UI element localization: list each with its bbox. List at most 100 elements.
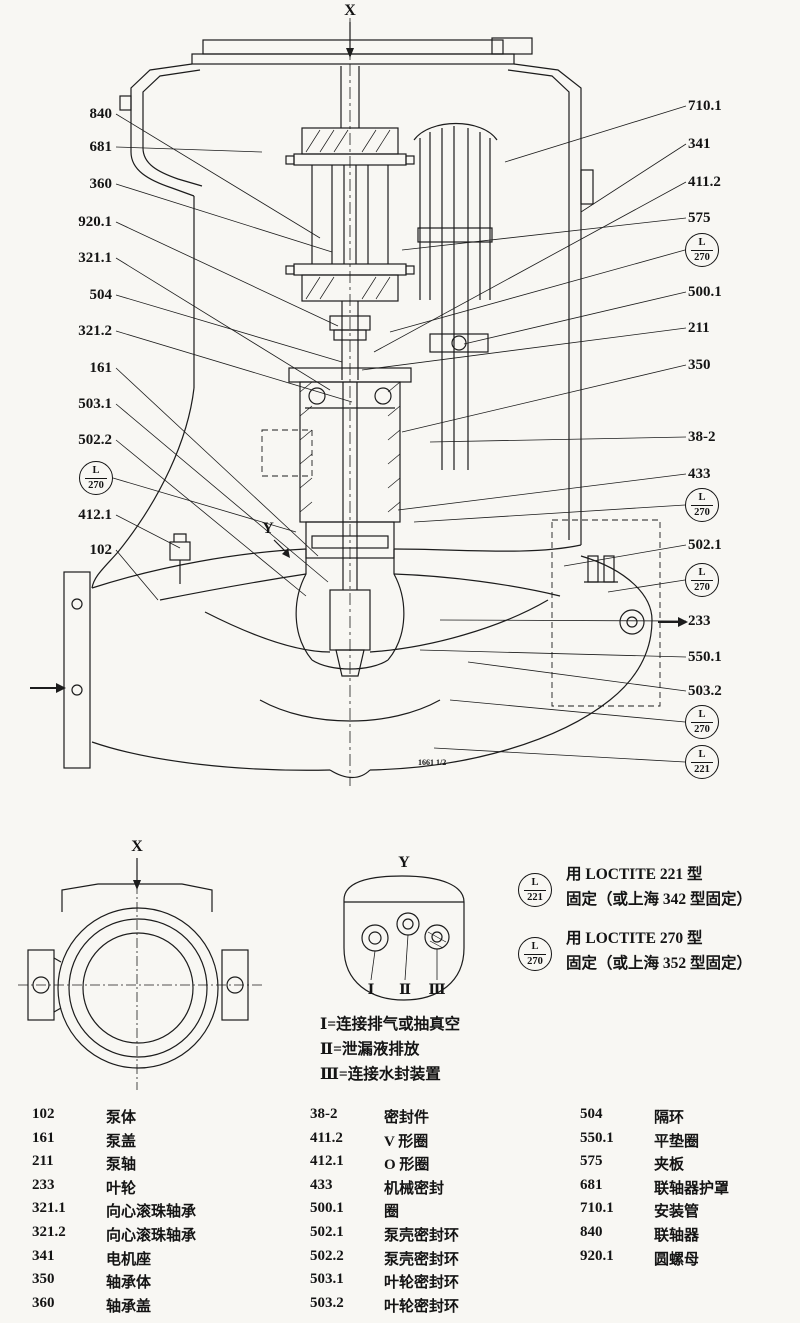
part-row: 575 夹板 bbox=[580, 1153, 800, 1177]
part-number: 360 bbox=[32, 1294, 55, 1311]
part-number: 504 bbox=[580, 1106, 603, 1122]
port-label-3: Ⅲ bbox=[428, 983, 446, 998]
callout-681: 681 bbox=[89, 139, 113, 155]
part-number: 321.2 bbox=[32, 1223, 66, 1240]
part-number: 350 bbox=[32, 1271, 55, 1288]
loctite-number: 270 bbox=[85, 477, 107, 491]
part-name: 泵盖 bbox=[106, 1133, 137, 1150]
callout-341: 341 bbox=[688, 136, 711, 152]
part-row: 321.1 向心滚珠轴承 bbox=[32, 1200, 297, 1224]
callout-920-1: 920.1 bbox=[78, 214, 112, 230]
part-row: 681 联轴器护罩 bbox=[580, 1177, 800, 1201]
loctite-number: 221 bbox=[691, 761, 713, 775]
port-label-1: Ⅰ bbox=[367, 983, 375, 998]
part-name: 叶轮密封环 bbox=[384, 1298, 460, 1315]
part-name: V 形圈 bbox=[384, 1133, 429, 1150]
callout-102: 102 bbox=[89, 542, 113, 558]
loctite-number: 270 bbox=[691, 249, 713, 263]
part-row: 502.2 泵壳密封环 bbox=[310, 1248, 575, 1272]
callout-504: 504 bbox=[89, 287, 113, 303]
loctite-221-symbol: L 221 bbox=[518, 873, 552, 907]
loctite-270-symbol: L 270 bbox=[685, 233, 719, 267]
part-number: 211 bbox=[32, 1153, 54, 1170]
part-name: 泵壳密封环 bbox=[384, 1251, 460, 1268]
part-number: 550.1 bbox=[580, 1129, 614, 1146]
loctite-letter: L bbox=[531, 877, 539, 889]
axis-label-y-section: Y bbox=[262, 520, 274, 537]
callout-575: 575 bbox=[688, 210, 711, 226]
part-row: 920.1 圆螺母 bbox=[580, 1248, 800, 1272]
loctite-letter: L bbox=[698, 567, 706, 579]
loctite-letter: L bbox=[92, 465, 100, 477]
part-row: 411.2 V 形圈 bbox=[310, 1130, 575, 1154]
part-number: 102 bbox=[32, 1106, 55, 1122]
loctite-number: 270 bbox=[691, 579, 713, 593]
part-name: 轴承体 bbox=[106, 1275, 152, 1292]
part-name: 叶轮密封环 bbox=[384, 1275, 460, 1292]
loctite-270-symbol: L 270 bbox=[685, 705, 719, 739]
callout-233: 233 bbox=[688, 613, 711, 629]
part-name: 泵体 bbox=[106, 1110, 137, 1126]
port-legend-line-1: Ⅰ=连接排气或抽真空 bbox=[320, 1016, 461, 1033]
port-label-2: Ⅱ bbox=[399, 983, 411, 998]
part-name: 电机座 bbox=[106, 1251, 152, 1268]
loctite-letter: L bbox=[698, 709, 706, 721]
part-row: 504 隔环 bbox=[580, 1106, 800, 1130]
part-name: 安装管 bbox=[654, 1204, 700, 1221]
part-row: 412.1 O 形圈 bbox=[310, 1153, 575, 1177]
part-number: 575 bbox=[580, 1153, 603, 1170]
part-number: 710.1 bbox=[580, 1200, 614, 1217]
callout-503-1: 503.1 bbox=[78, 396, 112, 412]
part-number: 681 bbox=[580, 1176, 603, 1193]
part-name: O 形圈 bbox=[384, 1157, 430, 1174]
part-number: 840 bbox=[580, 1223, 603, 1240]
part-row: 321.2 向心滚珠轴承 bbox=[32, 1224, 297, 1248]
callout-433: 433 bbox=[688, 466, 711, 482]
part-row: 102 泵体 bbox=[32, 1106, 297, 1130]
loctite-221-note-line1: 用 LOCTITE 221 型 bbox=[566, 866, 703, 883]
callout-38-2: 38-2 bbox=[688, 429, 716, 445]
part-name: 密封件 bbox=[384, 1110, 430, 1126]
callout-840: 840 bbox=[89, 106, 113, 122]
callout-550-1: 550.1 bbox=[688, 649, 722, 665]
part-row: 350 轴承体 bbox=[32, 1271, 297, 1295]
part-row: 233 叶轮 bbox=[32, 1177, 297, 1201]
part-number: 920.1 bbox=[580, 1247, 614, 1264]
callout-412-1: 412.1 bbox=[78, 507, 112, 523]
part-number: 502.1 bbox=[310, 1223, 344, 1240]
part-name: 平垫圈 bbox=[654, 1133, 700, 1150]
part-row: 840 联轴器 bbox=[580, 1224, 800, 1248]
part-number: 502.2 bbox=[310, 1247, 344, 1264]
part-row: 710.1 安装管 bbox=[580, 1200, 800, 1224]
loctite-270-symbol: L 270 bbox=[518, 937, 552, 971]
parts-list-column-1: 102 泵体 161 泵盖 211 泵轴 233 叶轮 321.1 向心滚珠轴承 bbox=[32, 1106, 297, 1318]
port-legend-line-2: Ⅱ=泄漏液排放 bbox=[320, 1041, 420, 1058]
part-row: 550.1 平垫圈 bbox=[580, 1130, 800, 1154]
part-name: 向心滚珠轴承 bbox=[106, 1204, 197, 1221]
part-number: 433 bbox=[310, 1176, 333, 1193]
loctite-number: 270 bbox=[524, 953, 546, 967]
callout-500-1: 500.1 bbox=[688, 284, 722, 300]
part-name: 泵轴 bbox=[106, 1157, 137, 1174]
part-row: 500.1 圈 bbox=[310, 1200, 575, 1224]
part-name: 联轴器 bbox=[654, 1227, 700, 1244]
part-row: 360 轴承盖 bbox=[32, 1295, 297, 1319]
part-number: 503.2 bbox=[310, 1294, 344, 1311]
part-row: 211 泵轴 bbox=[32, 1153, 297, 1177]
part-number: 341 bbox=[32, 1247, 55, 1264]
loctite-number: 270 bbox=[691, 504, 713, 518]
parts-list-column-3: 504 隔环 550.1 平垫圈 575 夹板 681 联轴器护罩 710.1 … bbox=[580, 1106, 800, 1271]
part-number: 412.1 bbox=[310, 1153, 344, 1170]
loctite-270-note-line1: 用 LOCTITE 270 型 bbox=[566, 930, 703, 947]
part-number: 411.2 bbox=[310, 1129, 343, 1146]
callout-350: 350 bbox=[688, 357, 711, 373]
part-name: 轴承盖 bbox=[106, 1298, 152, 1315]
part-row: 433 机械密封 bbox=[310, 1177, 575, 1201]
callout-411-2: 411.2 bbox=[688, 174, 721, 190]
part-name: 向心滚珠轴承 bbox=[106, 1227, 197, 1244]
loctite-270-symbol: L 270 bbox=[685, 563, 719, 597]
callout-321-2: 321.2 bbox=[78, 323, 112, 339]
callout-360: 360 bbox=[89, 176, 113, 192]
